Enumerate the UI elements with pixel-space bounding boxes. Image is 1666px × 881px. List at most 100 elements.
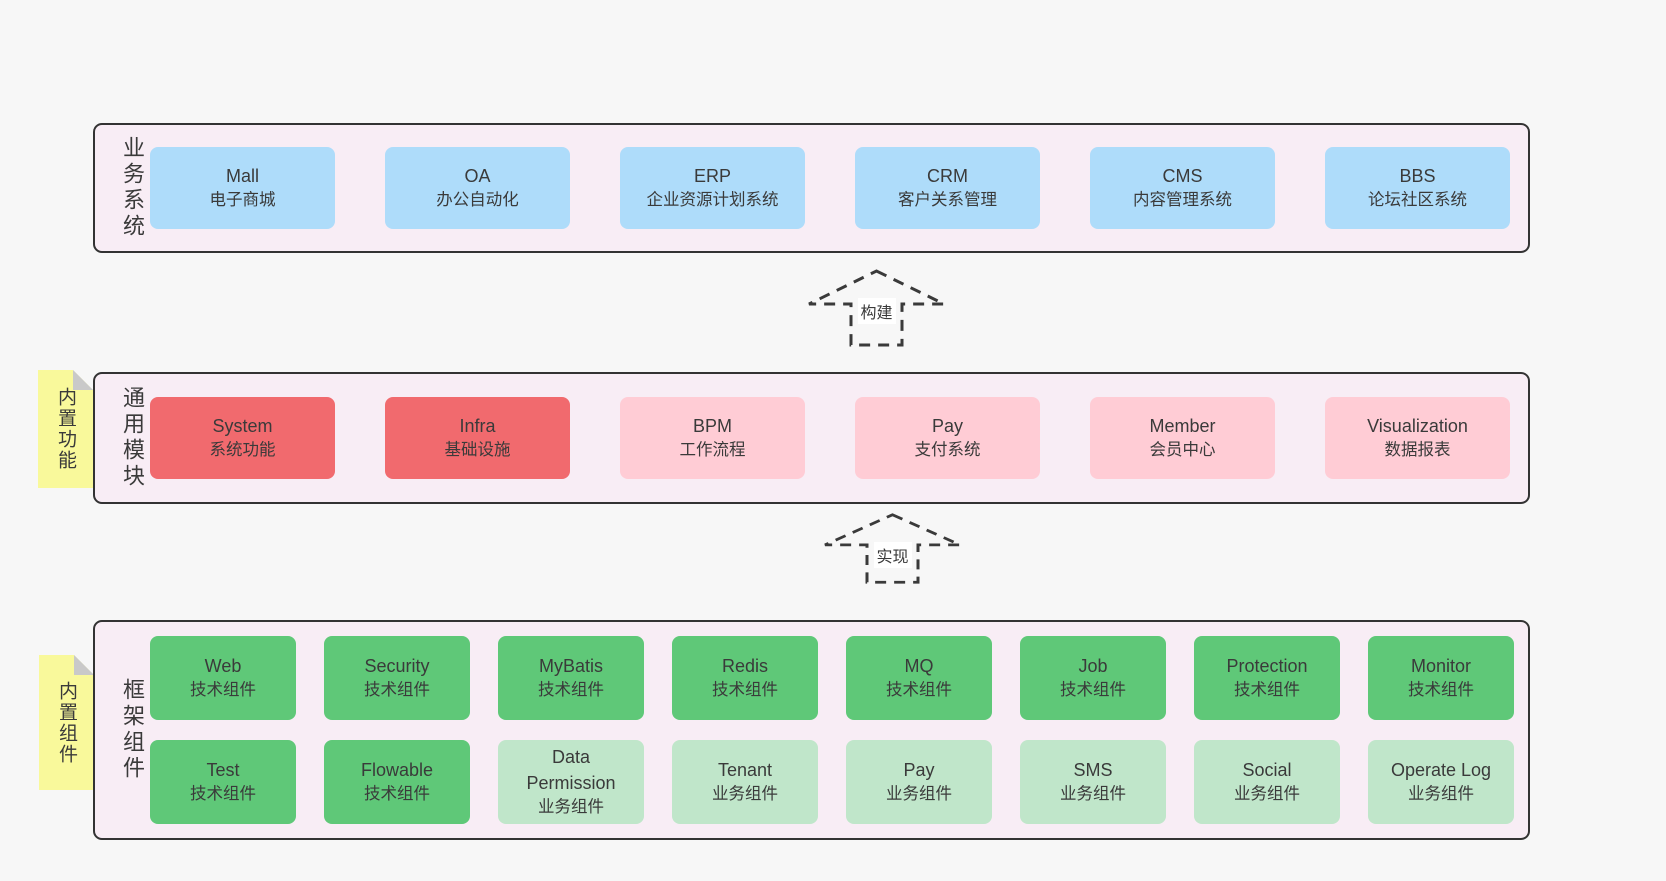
framework-components-row-2: Test 技术组件 Flowable 技术组件 Data Permission … xyxy=(150,740,1514,824)
business-systems-box-row: Mall 电子商城 OA 办公自动化 ERP 企业资源计划系统 CRM 客户关系… xyxy=(150,147,1510,229)
box-tenant-name: Tenant xyxy=(717,759,773,780)
box-pay-component-desc: 业务组件 xyxy=(886,785,952,804)
box-system: System 系统功能 xyxy=(150,397,335,479)
box-test: Test 技术组件 xyxy=(150,740,296,824)
box-erp: ERP 企业资源计划系统 xyxy=(620,147,805,229)
box-monitor-name: Monitor xyxy=(1410,655,1472,676)
box-infra-name: Infra xyxy=(459,415,496,436)
box-mall-name: Mall xyxy=(225,165,259,186)
box-visualization-desc: 数据报表 xyxy=(1384,441,1451,460)
box-web-desc: 技术组件 xyxy=(190,681,256,700)
box-crm-desc: 客户关系管理 xyxy=(898,191,997,210)
box-mybatis-name: MyBatis xyxy=(538,655,603,676)
box-bbs: BBS 论坛社区系统 xyxy=(1325,147,1510,229)
box-bpm-name: BPM xyxy=(692,415,732,436)
built-in-components-note: 内置组件 xyxy=(39,655,94,790)
box-redis: Redis 技术组件 xyxy=(672,636,818,720)
box-visualization: Visualization 数据报表 xyxy=(1325,397,1510,479)
box-sms-name: SMS xyxy=(1073,759,1113,780)
box-operate-log-desc: 业务组件 xyxy=(1408,785,1474,804)
box-cms-name: CMS xyxy=(1162,165,1203,186)
box-monitor: Monitor 技术组件 xyxy=(1368,636,1514,720)
box-tenant-desc: 业务组件 xyxy=(712,785,778,804)
box-crm: CRM 客户关系管理 xyxy=(855,147,1040,229)
box-security-desc: 技术组件 xyxy=(364,681,430,700)
built-in-features-note: 内置功能 xyxy=(38,370,93,488)
box-pay-component: Pay 业务组件 xyxy=(846,740,992,824)
box-bbs-desc: 论坛社区系统 xyxy=(1368,191,1467,210)
box-social-name: Social xyxy=(1242,759,1292,780)
layer-business-systems-label: 业务系统 xyxy=(120,136,145,240)
layer-framework-components: 框架组件 Web 技术组件 Security 技术组件 MyBatis 技术组件… xyxy=(93,620,1530,840)
framework-components-rows: Web 技术组件 Security 技术组件 MyBatis 技术组件 Redi… xyxy=(150,636,1514,824)
box-member-name: Member xyxy=(1149,415,1216,436)
box-visualization-name: Visualization xyxy=(1367,415,1468,436)
box-bpm: BPM 工作流程 xyxy=(620,397,805,479)
box-job-desc: 技术组件 xyxy=(1060,681,1126,700)
layer-common-modules: 通用模块 System 系统功能 Infra 基础设施 BPM 工作流程 Pay… xyxy=(93,372,1530,504)
box-pay-system: Pay 支付系统 xyxy=(855,397,1040,479)
box-mq-name: MQ xyxy=(904,655,934,676)
built-in-features-note-label: 内置功能 xyxy=(55,387,76,471)
box-operate-log: Operate Log 业务组件 xyxy=(1368,740,1514,824)
build-arrow: 构建 xyxy=(806,268,947,348)
up-arrow-icon xyxy=(808,269,945,347)
box-data-permission-desc: 业务组件 xyxy=(538,798,604,817)
box-tenant: Tenant 业务组件 xyxy=(672,740,818,824)
box-redis-desc: 技术组件 xyxy=(712,681,778,700)
box-mq: MQ 技术组件 xyxy=(846,636,992,720)
implement-arrow-label: 实现 xyxy=(873,542,912,568)
box-pay-component-name: Pay xyxy=(903,759,935,780)
box-sms: SMS 业务组件 xyxy=(1020,740,1166,824)
box-protection-name: Protection xyxy=(1226,655,1308,676)
box-mall-desc: 电子商城 xyxy=(209,191,276,210)
box-security: Security 技术组件 xyxy=(324,636,470,720)
box-pay-system-name: Pay xyxy=(931,415,964,436)
layer-common-modules-label: 通用模块 xyxy=(120,386,145,490)
box-erp-name: ERP xyxy=(693,165,731,186)
box-member: Member 会员中心 xyxy=(1090,397,1275,479)
box-data-permission-name: Data Permission xyxy=(526,746,616,794)
framework-components-row-1: Web 技术组件 Security 技术组件 MyBatis 技术组件 Redi… xyxy=(150,636,1514,720)
box-system-name: System xyxy=(212,415,273,436)
box-infra-desc: 基础设施 xyxy=(444,441,511,460)
box-member-desc: 会员中心 xyxy=(1149,441,1216,460)
box-test-desc: 技术组件 xyxy=(190,785,256,804)
box-operate-log-name: Operate Log xyxy=(1390,759,1492,780)
build-arrow-label: 构建 xyxy=(857,298,896,324)
box-social-desc: 业务组件 xyxy=(1234,785,1300,804)
box-flowable-desc: 技术组件 xyxy=(364,785,430,804)
box-job: Job 技术组件 xyxy=(1020,636,1166,720)
implement-arrow: 实现 xyxy=(822,512,963,585)
layer-business-systems: 业务系统 Mall 电子商城 OA 办公自动化 ERP 企业资源计划系统 CRM… xyxy=(93,123,1530,253)
box-protection: Protection 技术组件 xyxy=(1194,636,1340,720)
box-data-permission: Data Permission 业务组件 xyxy=(498,740,644,824)
box-mybatis: MyBatis 技术组件 xyxy=(498,636,644,720)
layer-framework-components-label: 框架组件 xyxy=(120,678,145,782)
box-test-name: Test xyxy=(206,759,240,780)
box-mall: Mall 电子商城 xyxy=(150,147,335,229)
box-oa-name: OA xyxy=(464,165,491,186)
box-flowable: Flowable 技术组件 xyxy=(324,740,470,824)
box-infra: Infra 基础设施 xyxy=(385,397,570,479)
box-flowable-name: Flowable xyxy=(360,759,434,780)
box-mq-desc: 技术组件 xyxy=(886,681,952,700)
box-job-name: Job xyxy=(1078,655,1108,676)
box-erp-desc: 企业资源计划系统 xyxy=(646,191,779,210)
box-oa-desc: 办公自动化 xyxy=(436,191,519,210)
box-social: Social 业务组件 xyxy=(1194,740,1340,824)
box-protection-desc: 技术组件 xyxy=(1234,681,1300,700)
box-system-desc: 系统功能 xyxy=(209,441,276,460)
box-security-name: Security xyxy=(364,655,430,676)
box-redis-name: Redis xyxy=(721,655,769,676)
box-oa: OA 办公自动化 xyxy=(385,147,570,229)
box-sms-desc: 业务组件 xyxy=(1060,785,1126,804)
built-in-components-note-label: 内置组件 xyxy=(56,680,77,765)
common-modules-box-row: System 系统功能 Infra 基础设施 BPM 工作流程 Pay 支付系统… xyxy=(150,397,1510,479)
box-bbs-name: BBS xyxy=(1399,165,1436,186)
box-cms-desc: 内容管理系统 xyxy=(1133,191,1232,210)
box-monitor-desc: 技术组件 xyxy=(1408,681,1474,700)
box-web-name: Web xyxy=(204,655,242,676)
box-pay-system-desc: 支付系统 xyxy=(914,441,981,460)
sticky-note-background xyxy=(39,655,94,790)
